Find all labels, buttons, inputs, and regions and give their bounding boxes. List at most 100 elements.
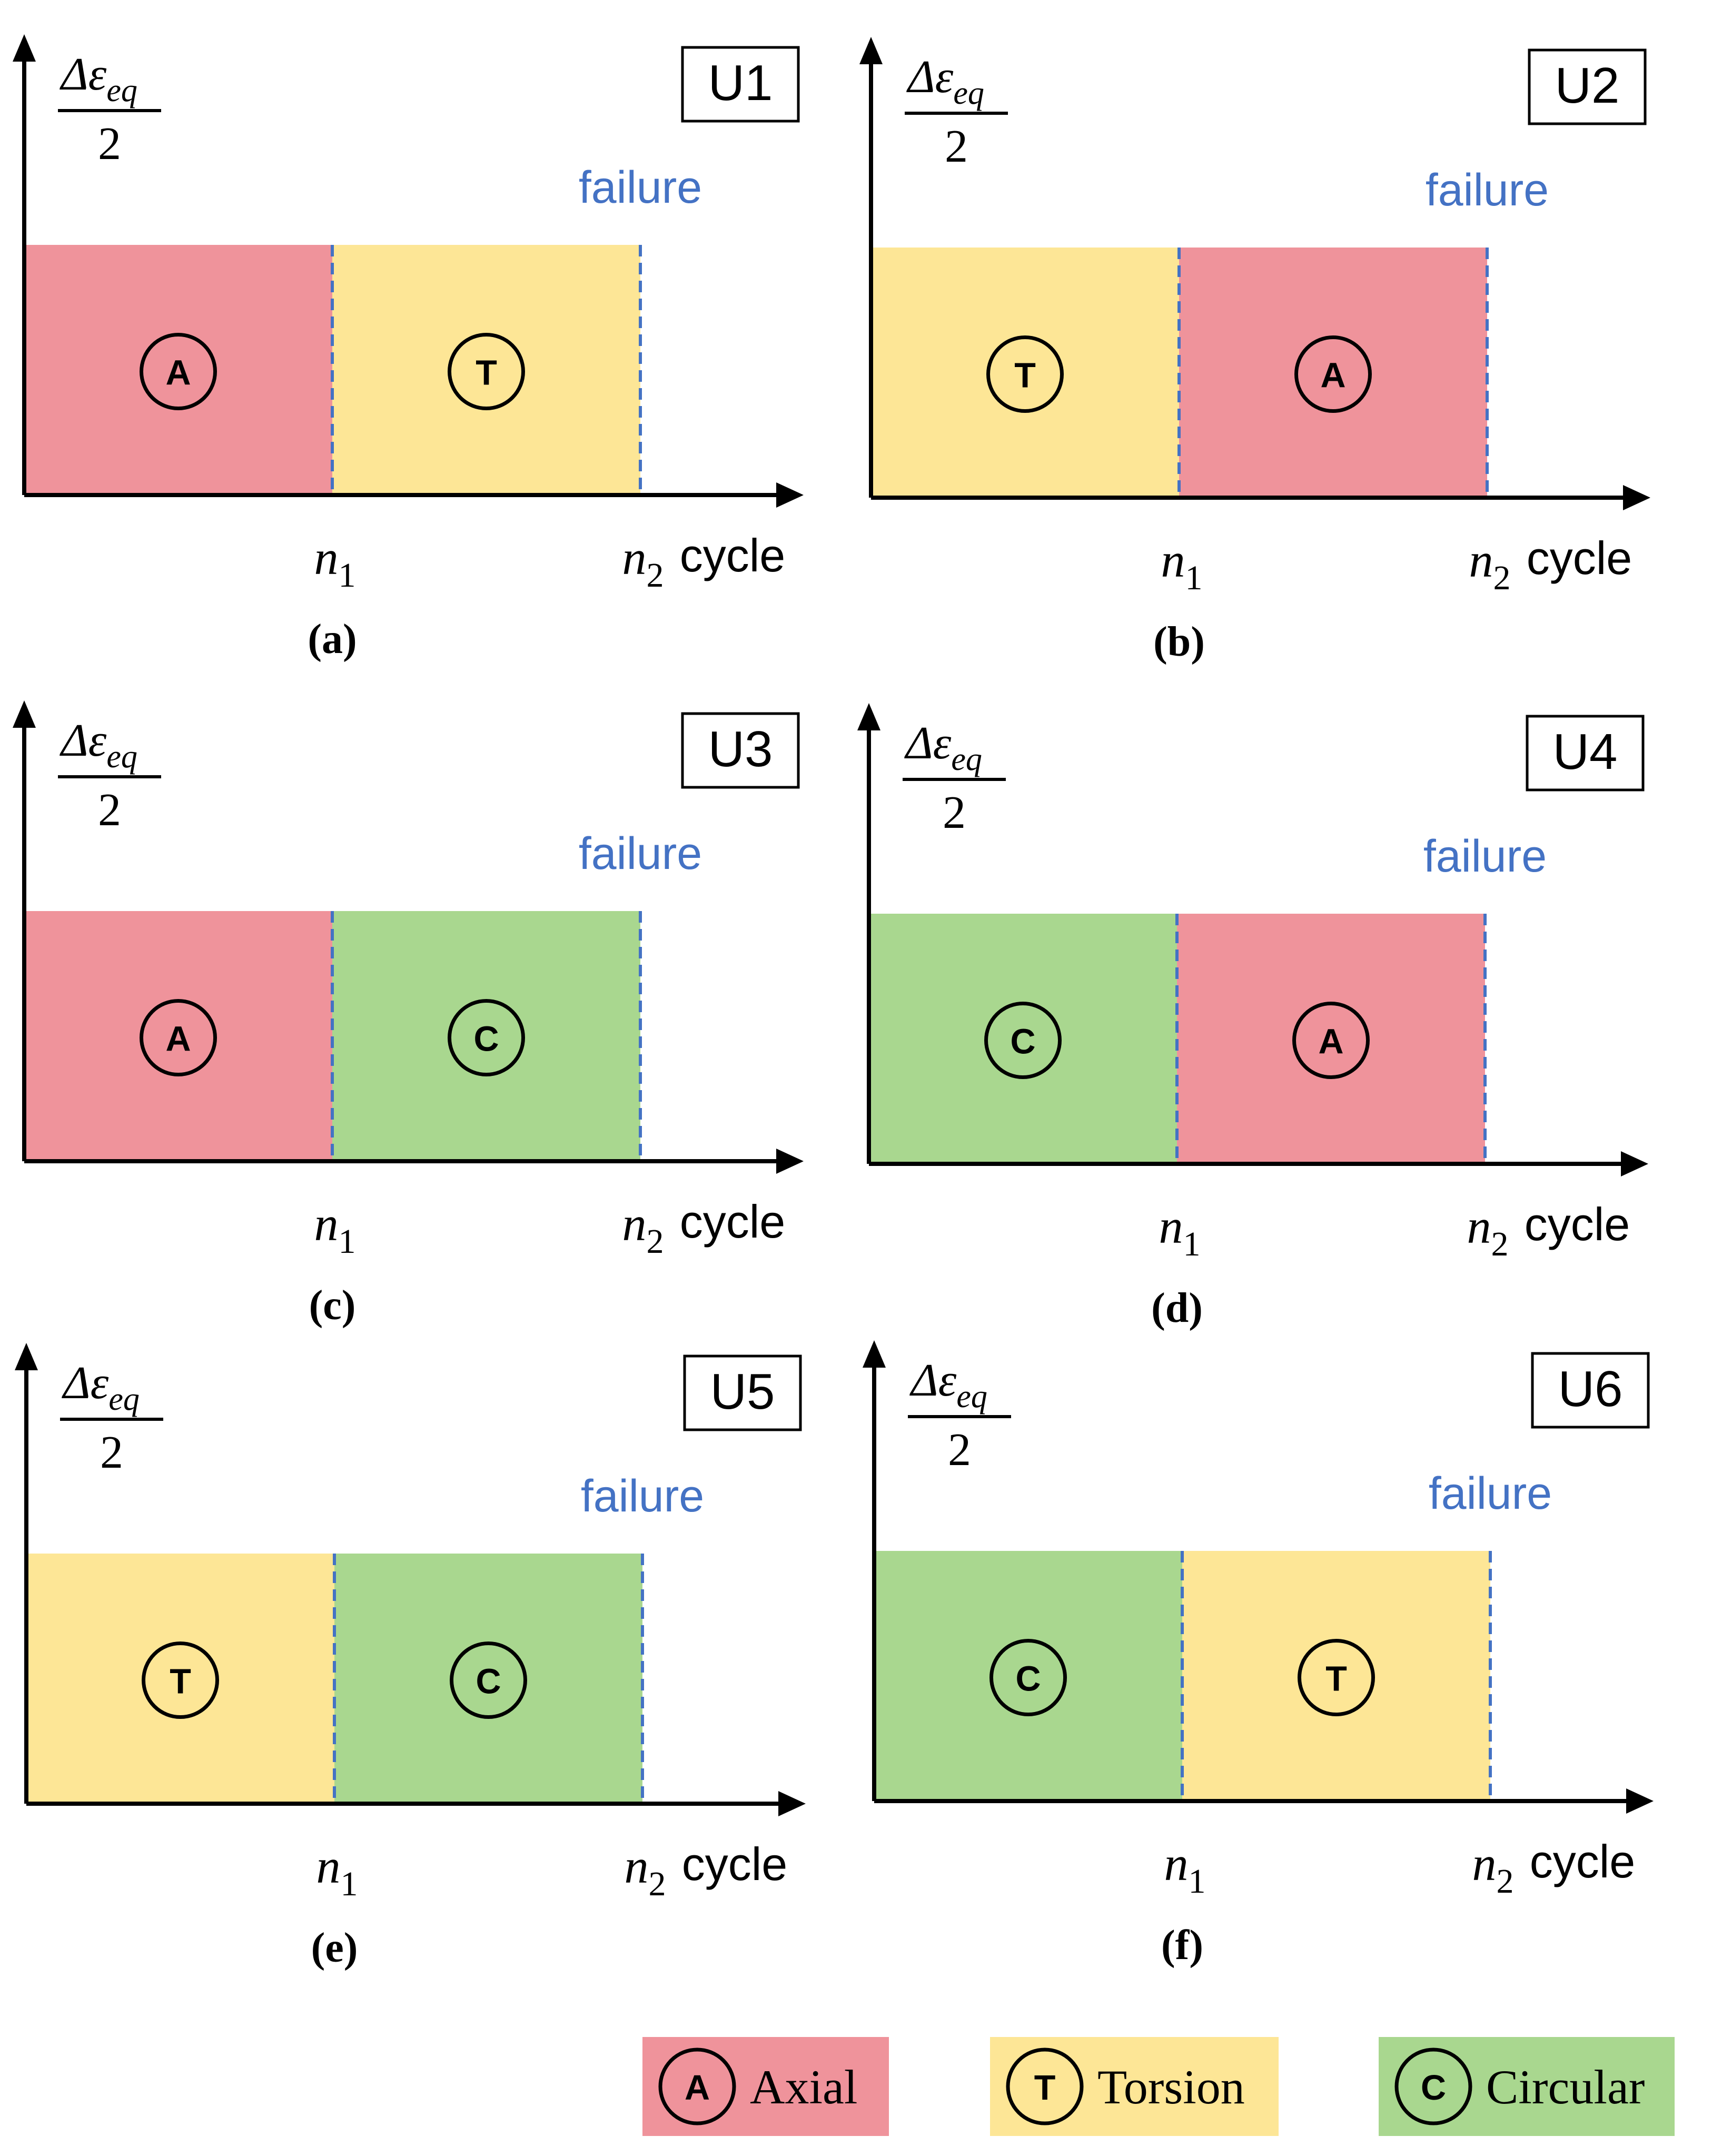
panel-id-box [681,46,800,123]
panel-caption: (e) [311,1925,358,1971]
legend-label-torsion: Torsion [1097,2060,1245,2114]
tick-n2-base: n [1469,533,1493,587]
y-label-subscript: eq [106,739,137,775]
failure-label: failure [581,1471,704,1521]
panel-id-label: U6 [1558,1361,1623,1417]
panel-id-box [681,712,800,789]
symbol-torsion-ring [142,1641,219,1719]
tick-n2-base: n [1467,1200,1491,1253]
x-axis-arrow [776,482,804,508]
y-label-numerator: Δεeq [906,52,984,111]
x-axis-arrow [778,1791,806,1816]
symbol-axial-ring [1292,1002,1370,1079]
failure-label: failure [1423,831,1547,882]
symbol-torsion-letter: T [170,1663,191,1702]
symbol-torsion-ring [1298,1639,1375,1716]
x-axis-label: cycle [680,1195,786,1248]
x-axis-label: cycle [682,1838,788,1890]
tick-n1: n1 [316,1839,358,1903]
y-label-subscript: eq [108,1381,140,1417]
y-axis-arrow [857,703,880,730]
y-axis-arrow [13,34,36,62]
tick-n2-base: n [625,1839,649,1893]
symbol-axial-letter: A [1320,357,1345,395]
legend-symbol-torsion-letter: T [1034,2069,1056,2108]
symbol-circular-letter: C [476,1663,501,1702]
block-first-circular [869,914,1177,1164]
symbol-circular-ring [989,1639,1067,1716]
panel-caption: (c) [309,1282,356,1329]
block-second-circular [332,911,640,1161]
panel-id-box [683,1354,802,1431]
legend-label-circular: Circular [1486,2060,1645,2114]
legend-symbol-torsion-ring [1006,2048,1084,2125]
tick-n2-base: n [1472,1837,1497,1891]
symbol-axial-ring [140,333,217,410]
tick-n1: n1 [314,1197,356,1261]
symbol-circular-ring [448,999,525,1076]
panel-id-label: U1 [708,55,773,111]
y-label-delta-epsilon: Δε [909,1355,957,1406]
y-label-denominator: 2 [943,787,966,838]
x-axis-arrow [1621,1151,1648,1176]
block-first-axial [24,911,332,1161]
y-label-subscript: eq [956,1379,987,1415]
y-label-delta-epsilon: Δε [62,1358,109,1409]
failure-label: failure [579,828,702,879]
panel-caption: (f) [1161,1922,1203,1969]
symbol-circular-ring [984,1002,1062,1079]
tick-n1: n1 [1161,533,1203,597]
symbol-circular-letter: C [473,1020,499,1059]
legend-symbol-axial-ring [658,2048,736,2125]
symbol-torsion-letter: T [1014,357,1036,395]
tick-n1: n1 [1159,1200,1201,1263]
symbol-axial-letter: A [165,1020,191,1059]
panel-id-label: U2 [1555,57,1620,114]
tick-n1-base: n [314,1197,339,1251]
block-second-torsion [1182,1551,1490,1801]
tick-n2-sub: 2 [647,1222,664,1261]
tick-n2: n2 [622,531,664,595]
symbol-circular-letter: C [1015,1660,1041,1699]
tick-n1-sub: 1 [341,1865,358,1903]
tick-n2-sub: 2 [1497,1862,1514,1901]
y-label-numerator: Δεeq [60,49,137,108]
legend-swatch-circular [1379,2037,1675,2136]
y-label-numerator: Δεeq [909,1355,987,1415]
tick-n2: n2 [622,1197,664,1261]
symbol-torsion-ring [986,335,1064,413]
tick-n1-base: n [1161,533,1185,587]
tick-n2-sub: 2 [647,556,664,595]
y-label-denominator: 2 [98,785,121,836]
symbol-axial-ring [1294,335,1372,413]
y-label-numerator: Δεeq [62,1358,140,1417]
legend-symbol-circular-ring [1394,2048,1472,2125]
tick-n1-base: n [1164,1837,1189,1891]
y-label-subscript: eq [106,73,137,108]
tick-n1-base: n [1159,1200,1183,1253]
tick-n2-sub: 2 [1491,1225,1509,1263]
x-axis-label: cycle [1525,1198,1630,1250]
y-label-numerator: Δεeq [60,715,137,775]
y-axis-label: Δεeq 2 [58,715,161,836]
tick-n2-sub: 2 [649,1865,666,1903]
tick-n1-base: n [314,531,339,585]
legend-symbol-circular-letter: C [1421,2069,1446,2108]
block-first-axial [24,245,332,495]
x-axis-label: cycle [1530,1835,1636,1887]
symbol-torsion-ring [448,333,525,410]
tick-n1-sub: 1 [1185,559,1203,597]
tick-n1: n1 [314,531,356,595]
panel-id-box [1528,48,1647,125]
